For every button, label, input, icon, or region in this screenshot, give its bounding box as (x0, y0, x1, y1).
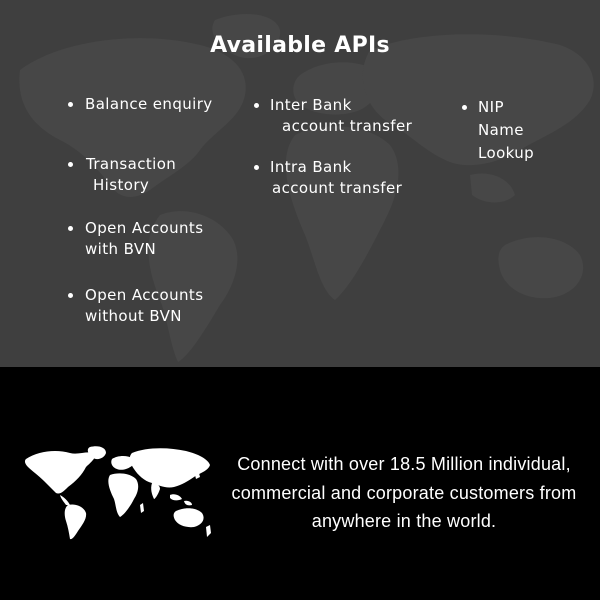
footer-tagline: Connect with over 18.5 Million individua… (226, 450, 582, 536)
bullet-icon (68, 226, 73, 231)
bullet-icon (254, 165, 259, 170)
api-label: Lookup (478, 144, 535, 162)
api-label: Intra Bank (270, 158, 352, 176)
api-item-open-accounts-bvn: Open Accounts with BVN (68, 218, 203, 260)
api-label: History (93, 176, 150, 194)
world-map-icon (24, 446, 211, 540)
api-label: Balance enquiry (85, 95, 213, 113)
tagline-line: Connect with over 18.5 Million individua… (237, 454, 571, 474)
api-item-inter-bank-transfer: Inter Bank account transfer (254, 95, 412, 137)
api-item-intra-bank-transfer: Intra Bank account transfer (254, 157, 402, 199)
tagline-line: anywhere in the world. (311, 511, 497, 531)
api-label: Transaction (86, 155, 177, 173)
page-title: Available APIs (210, 33, 390, 58)
footer-panel (0, 367, 600, 600)
bullet-icon (68, 293, 73, 298)
bullet-icon (462, 105, 467, 110)
world-map-background-icon (0, 0, 600, 367)
api-item-open-accounts-no-bvn: Open Accounts without BVN (68, 285, 203, 327)
tagline-line: commercial and corporate customers from (231, 482, 577, 503)
bullet-icon (68, 162, 73, 167)
api-label: account transfer (272, 179, 403, 197)
api-label: account transfer (282, 117, 413, 135)
bullet-icon (68, 102, 73, 107)
api-label: without BVN (85, 307, 182, 325)
api-label: Open Accounts (85, 219, 204, 237)
api-item-balance-enquiry: Balance enquiry (68, 94, 213, 115)
api-label: Name (478, 121, 524, 139)
api-item-transaction-history: Transaction History (68, 154, 176, 196)
api-label: NIP (478, 98, 504, 116)
api-item-nip-name-lookup: NIP Name Lookup (462, 96, 534, 165)
api-label: with BVN (85, 240, 157, 258)
api-label: Open Accounts (85, 286, 204, 304)
api-label: Inter Bank (270, 96, 352, 114)
apis-panel: Available APIs Balance enquiry Transacti… (0, 0, 600, 367)
bullet-icon (254, 103, 259, 108)
